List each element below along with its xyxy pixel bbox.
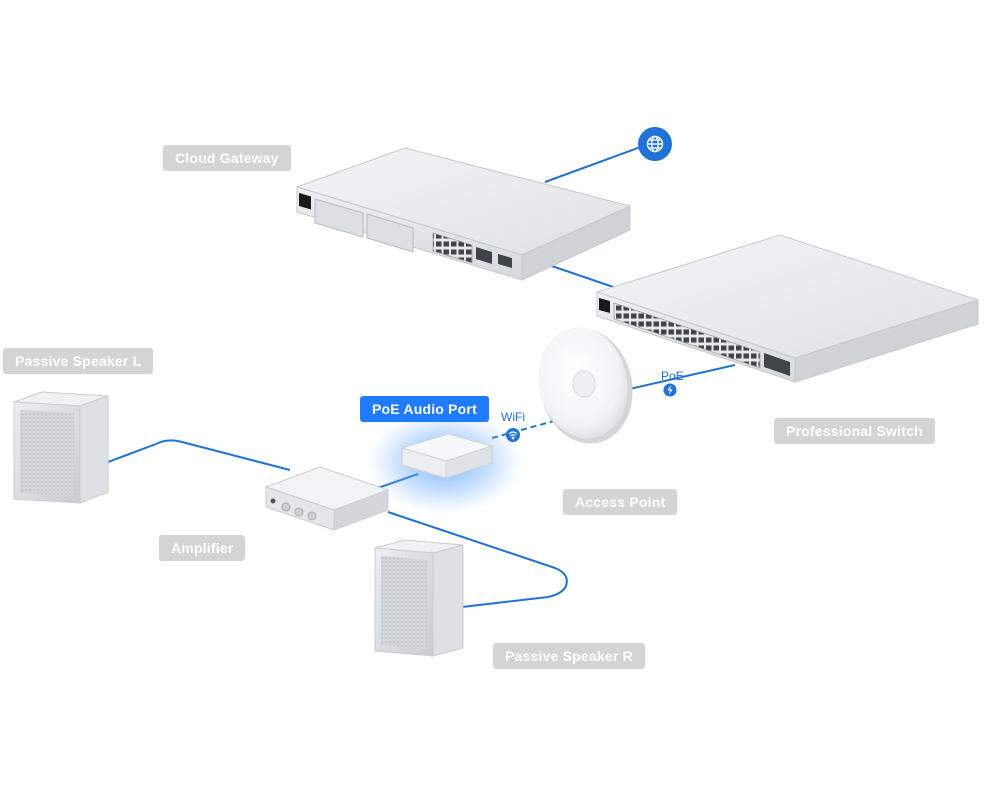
label-professional-switch: Professional Switch: [774, 418, 935, 444]
label-poe-audio-port: PoE Audio Port: [360, 396, 489, 422]
amplifier-speaker-r-link: [387, 511, 568, 608]
speaker-left-device: [13, 391, 109, 504]
wifi-badge: [506, 428, 520, 442]
professional-switch-device: [595, 234, 980, 383]
bolt-icon: [667, 385, 673, 395]
poe-audio-port-device: [367, 410, 523, 514]
label-speaker-right: Passive Speaker R: [493, 643, 645, 669]
label-wifi-link: WiFi: [501, 410, 525, 424]
cloud-gateway-device: [295, 147, 632, 281]
label-amplifier: Amplifier: [159, 535, 246, 561]
wifi-icon: [508, 431, 518, 440]
label-cloud-gateway: Cloud Gateway: [163, 145, 291, 171]
amplifier-speaker-l-link: [107, 439, 291, 471]
gateway-internet-link: [544, 144, 647, 183]
globe-icon: [646, 135, 664, 153]
internet-node: [638, 127, 672, 161]
amplifier-device: [264, 466, 390, 531]
label-speaker-left: Passive Speaker L: [3, 348, 154, 374]
access-point-device: [538, 327, 633, 444]
label-poe-link: PoE: [661, 369, 684, 383]
speaker-right-device: [374, 539, 464, 657]
label-access-point: Access Point: [563, 489, 678, 515]
poe-badge: [663, 383, 677, 397]
